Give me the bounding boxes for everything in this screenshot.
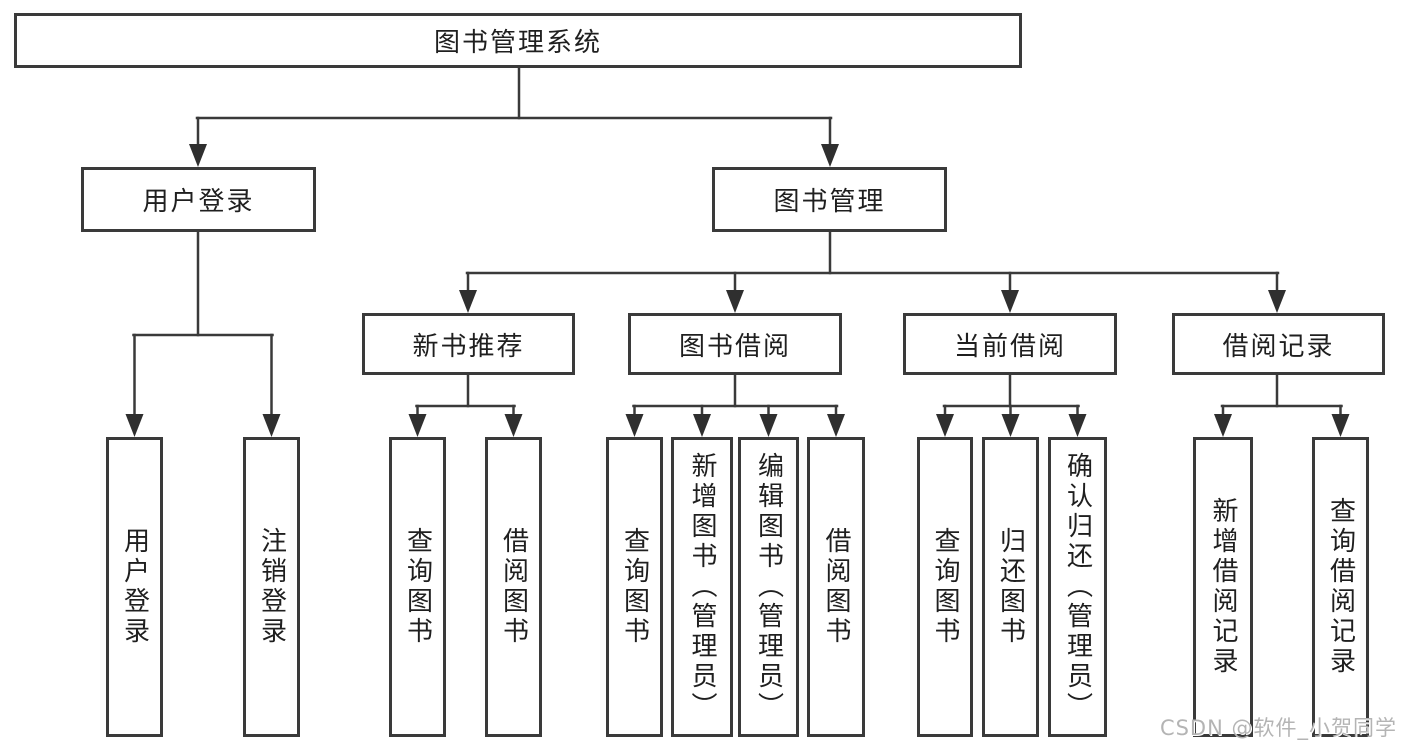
leaf-query-borrow-record-label: 查询借阅记录 — [1325, 497, 1356, 677]
leaf-edit-books-admin: 编辑图书（管理员） — [738, 437, 799, 737]
leaf-query-books-borrowing-label: 查询图书 — [619, 527, 650, 647]
leaf-confirm-return-admin-label: 确认归还（管理员） — [1062, 452, 1093, 722]
leaf-query-books-borrowing: 查询图书 — [606, 437, 663, 737]
node-book-management: 图书管理 — [712, 167, 947, 232]
node-root-label: 图书管理系统 — [433, 28, 602, 58]
leaf-return-books: 归还图书 — [982, 437, 1039, 737]
leaf-confirm-return-admin: 确认归还（管理员） — [1048, 437, 1107, 737]
leaf-logout: 注销登录 — [243, 437, 300, 737]
leaf-query-borrow-record: 查询借阅记录 — [1312, 437, 1369, 737]
leaf-borrow-books-recommend-label: 借阅图书 — [498, 527, 529, 647]
leaf-add-borrow-record: 新增借阅记录 — [1193, 437, 1253, 737]
node-book-borrowing: 图书借阅 — [628, 313, 842, 375]
arrowheads — [125, 144, 1350, 437]
leaf-query-books-recommend-label: 查询图书 — [402, 527, 433, 647]
leaf-logout-label: 注销登录 — [256, 527, 287, 647]
leaf-query-books-current: 查询图书 — [917, 437, 973, 737]
node-book-management-label: 图书管理 — [773, 187, 886, 217]
leaf-borrow-books-borrowing-label: 借阅图书 — [821, 527, 851, 647]
leaf-query-books-current-label: 查询图书 — [930, 527, 960, 647]
node-current-borrowing-label: 当前借阅 — [953, 331, 1066, 362]
csdn-watermark: CSDN @软件_小贺同学 — [1159, 716, 1397, 740]
node-borrowing-records: 借阅记录 — [1172, 313, 1385, 375]
node-book-borrowing-label: 图书借阅 — [678, 331, 791, 362]
node-user-login-label: 用户登录 — [142, 187, 255, 217]
node-new-book-recommendation: 新书推荐 — [362, 313, 575, 375]
leaf-add-borrow-record-label: 新增借阅记录 — [1208, 497, 1238, 677]
leaf-borrow-books-borrowing: 借阅图书 — [807, 437, 865, 737]
leaf-add-books-admin: 新增图书（管理员） — [671, 437, 733, 737]
node-new-book-recommendation-label: 新书推荐 — [412, 331, 525, 362]
node-root: 图书管理系统 — [14, 13, 1022, 68]
leaf-query-books-recommend: 查询图书 — [389, 437, 446, 737]
node-borrowing-records-label: 借阅记录 — [1222, 331, 1335, 362]
leaf-borrow-books-recommend: 借阅图书 — [485, 437, 542, 737]
leaf-edit-books-admin-label: 编辑图书（管理员） — [753, 452, 784, 722]
leaf-return-books-label: 归还图书 — [995, 527, 1026, 647]
node-current-borrowing: 当前借阅 — [903, 313, 1117, 375]
leaf-add-books-admin-label: 新增图书（管理员） — [687, 452, 717, 722]
node-user-login: 用户登录 — [81, 167, 316, 232]
leaf-user-login: 用户登录 — [106, 437, 163, 737]
leaf-user-login-label: 用户登录 — [119, 527, 150, 647]
